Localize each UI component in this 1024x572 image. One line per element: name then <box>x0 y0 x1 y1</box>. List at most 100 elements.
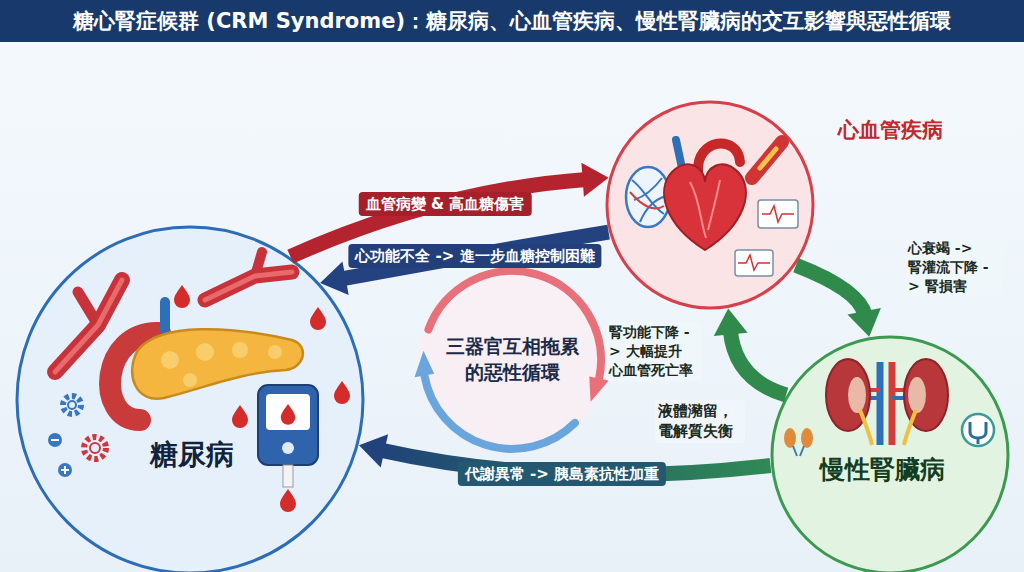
vessel-network-part <box>630 192 664 208</box>
heart-failure-arrow-label: 心功能不全 -> 進一步血糖控制困難 <box>348 244 601 268</box>
artery-part <box>752 142 782 178</box>
kidney-art-part <box>889 362 896 445</box>
circle-outline <box>772 337 1008 572</box>
cycle-text: 三器官互相拖累的惡性循環 <box>442 334 582 385</box>
perfusion-arrow-label: 心衰竭 -> 腎灌流下降 -> 腎損害 <box>905 238 1003 297</box>
blood-vessel-part <box>78 292 98 325</box>
node-outline <box>15 225 365 572</box>
glucose-meter <box>258 385 318 487</box>
blood-drop-part <box>232 405 248 428</box>
metabolic-arrow-label: 代謝異常 -> 胰島素抗性加重 <box>458 462 666 486</box>
diabetes-art <box>48 252 350 512</box>
pancreas-part <box>232 342 248 358</box>
kidney-art-part <box>908 377 926 413</box>
gear-icon-part <box>58 463 72 477</box>
perfusion-arrow-head <box>848 308 881 337</box>
blood-vessel-part <box>205 272 292 300</box>
note-text: 液體瀦留， 電解質失衡 <box>655 400 745 443</box>
heart-part <box>664 164 746 250</box>
kidney-art-part <box>826 359 870 431</box>
vessel-network <box>626 167 670 227</box>
metabolic-arrow-head <box>359 434 388 467</box>
blood-drop-part <box>334 381 350 404</box>
gear-icon-part <box>51 439 59 441</box>
mortality-arrow-head <box>714 308 748 336</box>
kidney-art-part <box>862 396 912 400</box>
ecg-monitor-part <box>758 200 798 228</box>
bladder-icon-part <box>970 422 986 438</box>
circle-outline <box>607 102 813 308</box>
gear-icon <box>48 396 106 477</box>
node-heading: 心血管疾病 <box>838 118 943 143</box>
gear-icon-part <box>63 396 81 414</box>
pancreas-part <box>132 329 303 399</box>
vessel-network-part <box>632 178 666 222</box>
artery-part <box>760 149 776 168</box>
blood-vessel-part <box>55 280 122 372</box>
mortality-arrow-line <box>730 330 786 395</box>
kidney-icon-part <box>793 446 804 456</box>
glucose-meter-part <box>282 442 294 454</box>
pancreas-part <box>160 302 170 330</box>
heart-part <box>676 140 682 168</box>
mortality-arrow-label: 腎功能下降 -> 大幅提升 心血管死亡率 <box>606 322 702 381</box>
kidney-icon <box>784 428 813 456</box>
bladder-icon <box>962 414 994 446</box>
title-text: 糖心腎症候群 (CRM Syndrome)：糖尿病、心血管疾病、慢性腎臟病的交互… <box>73 7 951 35</box>
ecg-monitor-part <box>738 255 770 270</box>
mortality-arrow <box>714 308 786 395</box>
blood-drop <box>174 285 350 512</box>
node-outline <box>770 335 1010 572</box>
heart-part <box>690 180 720 238</box>
cycle-arrowhead <box>415 351 435 378</box>
kidney-icon-part <box>801 428 813 448</box>
damage-arrow <box>290 163 608 257</box>
kidney-art-part <box>860 410 916 445</box>
pancreas-part <box>196 343 214 361</box>
glucose-meter-part <box>283 465 293 487</box>
blood-vessel-part <box>255 252 262 276</box>
circle-outline <box>17 227 363 572</box>
blood-vessel <box>55 252 292 372</box>
pancreas-part <box>110 333 160 420</box>
perfusion-arrow <box>796 265 881 337</box>
blood-drop-part <box>174 285 190 308</box>
ecg-monitor-part <box>735 250 773 276</box>
perfusion-arrow-line <box>796 265 865 315</box>
cardio-circle: 心血管疾病 <box>605 100 815 310</box>
node-title: 慢性腎臟病 <box>820 455 945 485</box>
diabetes-circle: 糖尿病 <box>15 225 365 572</box>
heart-art <box>626 140 798 276</box>
kidney-icon-part <box>784 428 796 448</box>
gear-icon-part <box>68 401 76 409</box>
bladder-icon-part <box>962 414 994 446</box>
heart-failure-arrow-head <box>320 261 349 295</box>
kidney-art-part <box>877 362 884 445</box>
cycle-arc <box>424 376 575 449</box>
glucose-meter-part <box>258 385 318 465</box>
blood-drop-part <box>280 489 296 512</box>
ecg-monitor <box>735 200 798 276</box>
node-outline <box>413 261 611 459</box>
ecg-monitor-part <box>762 206 794 222</box>
kidney-art-part <box>862 388 912 392</box>
node-outline <box>605 100 815 310</box>
bladder-icon-part <box>977 438 980 444</box>
pancreas <box>110 302 303 420</box>
gear-icon-part <box>48 433 62 447</box>
kidney-art-part <box>848 377 866 413</box>
kidney-circle: 慢性腎臟病 <box>770 335 1010 572</box>
cycle-ring: 三器官互相拖累的惡性循環 <box>413 261 611 459</box>
kidney-art-part <box>904 359 948 431</box>
damage-arrow-head <box>581 163 608 197</box>
node-title: 糖尿病 <box>150 438 234 472</box>
heart-failure-arrow <box>320 232 608 295</box>
gear-icon-part <box>61 466 69 474</box>
cycle-glow <box>419 267 605 453</box>
pancreas-part <box>161 351 179 369</box>
pancreas-part <box>268 345 282 359</box>
heart-part <box>698 143 740 172</box>
